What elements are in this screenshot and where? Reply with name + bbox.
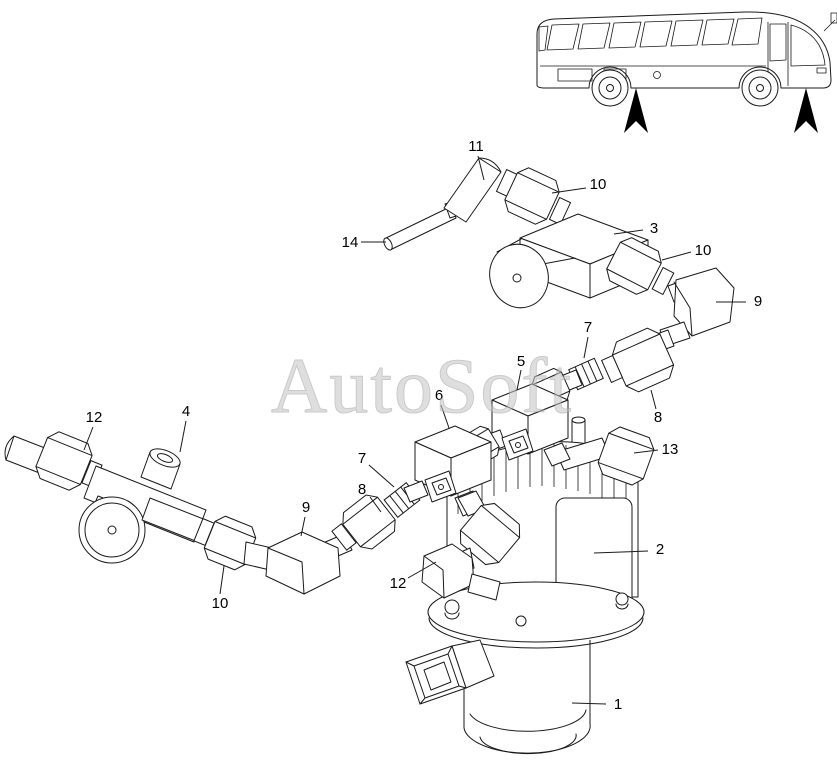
valve-assembly-drawing xyxy=(4,157,735,755)
callout-10-a: 10 xyxy=(590,176,607,193)
part-14-pipe xyxy=(383,205,457,251)
callout-11: 11 xyxy=(468,138,484,155)
callout-6: 6 xyxy=(435,387,443,404)
callout-13: 13 xyxy=(662,441,679,458)
bus-location-illustration xyxy=(536,11,837,133)
watermark: AutoSoft xyxy=(271,342,573,429)
part-9-elbow-left xyxy=(243,531,353,595)
bus-side-details xyxy=(540,65,827,82)
part-10-nut-left xyxy=(141,497,260,574)
part-13-fitting xyxy=(555,423,658,489)
callout-9-b: 9 xyxy=(302,499,310,516)
part-9-elbow-right xyxy=(659,267,735,347)
bus-windows xyxy=(538,17,763,52)
callout-9-a: 9 xyxy=(754,293,762,310)
part-5-solenoid-valve xyxy=(477,365,583,467)
callout-8-b: 8 xyxy=(358,481,366,498)
part-1-bottom-valve xyxy=(463,640,591,755)
bus-front-wheel xyxy=(741,69,779,107)
callout-5: 5 xyxy=(517,353,525,370)
callout-12-a: 12 xyxy=(86,409,103,426)
mounting-flange xyxy=(427,581,645,649)
bus-fuel-cap xyxy=(653,71,661,79)
electrical-connector-plug xyxy=(405,639,495,705)
location-arrow-rear xyxy=(624,88,648,133)
callout-10-c: 10 xyxy=(212,595,229,612)
bus-windshield xyxy=(790,24,826,67)
part-11-elbow-fitting xyxy=(443,157,502,223)
callout-2: 2 xyxy=(656,541,664,558)
location-arrow-front xyxy=(794,88,818,133)
callout-12-b: 12 xyxy=(390,575,407,592)
callout-8-a: 8 xyxy=(654,409,662,426)
bus-mirror xyxy=(823,12,837,32)
bus-rear-wheel xyxy=(591,69,629,107)
callout-3: 3 xyxy=(650,220,658,237)
callout-labels: 11 10 14 3 10 9 7 5 8 6 13 12 4 9 7 8 10… xyxy=(86,138,763,713)
callout-4: 4 xyxy=(182,403,190,420)
callout-7-b: 7 xyxy=(358,450,366,467)
part-8-nut-right xyxy=(601,323,679,397)
callout-leader-lines xyxy=(83,155,746,705)
part-10-nut-top xyxy=(495,163,572,229)
part-4-t-pipe-assembly xyxy=(4,428,207,564)
part-12-fitting-center xyxy=(421,490,527,601)
callout-14: 14 xyxy=(342,234,359,251)
callout-1: 1 xyxy=(614,696,622,713)
leader-lines-path xyxy=(83,155,746,705)
bus-body xyxy=(536,11,832,89)
callout-10-b: 10 xyxy=(695,242,712,259)
callout-7-a: 7 xyxy=(584,319,592,336)
